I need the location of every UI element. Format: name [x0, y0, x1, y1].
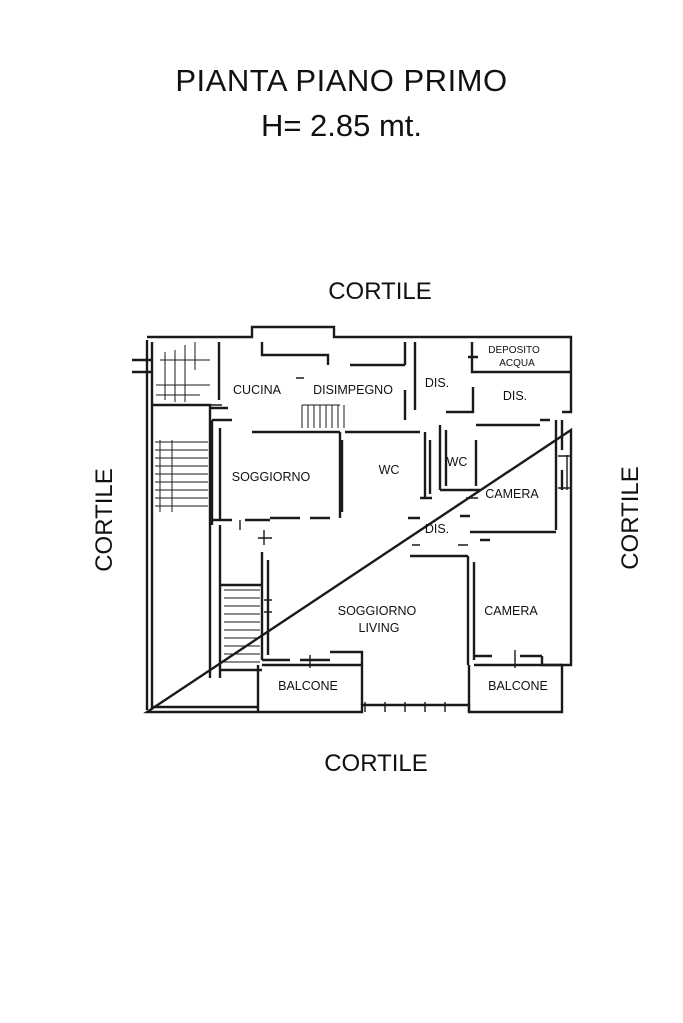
label-dis-center: DIS. [425, 522, 449, 536]
label-balcone-left: BALCONE [278, 679, 338, 693]
wall-segment [446, 387, 564, 530]
stair-well [132, 358, 212, 678]
label-cucina: CUCINA [233, 383, 282, 397]
label-dis-top: DIS. [425, 376, 449, 390]
walls [132, 325, 573, 714]
label-dis-right: DIS. [503, 389, 527, 403]
label-deposito-1: DEPOSITO [488, 345, 540, 356]
wall-segment [210, 342, 417, 420]
outer-wall-inner [145, 340, 258, 710]
wall-segment [438, 425, 480, 492]
label-disimpegno: DISIMPEGNO [313, 383, 393, 397]
wall-segment [212, 418, 432, 518]
wall-segment [408, 514, 556, 665]
label-balcone-right: BALCONE [488, 679, 548, 693]
stair-hatch [155, 342, 345, 663]
label-soggiorno-living-2: LIVING [359, 621, 400, 635]
label-camera-2: CAMERA [484, 604, 538, 618]
room-labels: CUCINA DISIMPEGNO DIS. DEPOSITO ACQUA DI… [232, 345, 548, 693]
label-camera-1: CAMERA [485, 487, 539, 501]
label-deposito-2: ACQUA [499, 358, 535, 369]
ceiling-height: H= 2.85 mt. [260, 108, 423, 143]
plan-title: PIANTA PIANO PRIMO [175, 63, 508, 98]
label-wc-2: WC [447, 455, 468, 469]
wall-balcone [256, 663, 562, 712]
wall-deposito [468, 342, 571, 374]
label-soggiorno: SOGGIORNO [232, 470, 311, 484]
wall-segment [260, 552, 562, 705]
wall-segment [210, 420, 330, 525]
wall-segment [218, 525, 262, 678]
label-soggiorno-living-1: SOGGIORNO [338, 604, 417, 618]
openings [210, 377, 572, 712]
courtyard-label-bottom: CORTILE [324, 750, 428, 777]
courtyard-label-top: CORTILE [328, 278, 432, 305]
label-wc-1: WC [379, 463, 400, 477]
